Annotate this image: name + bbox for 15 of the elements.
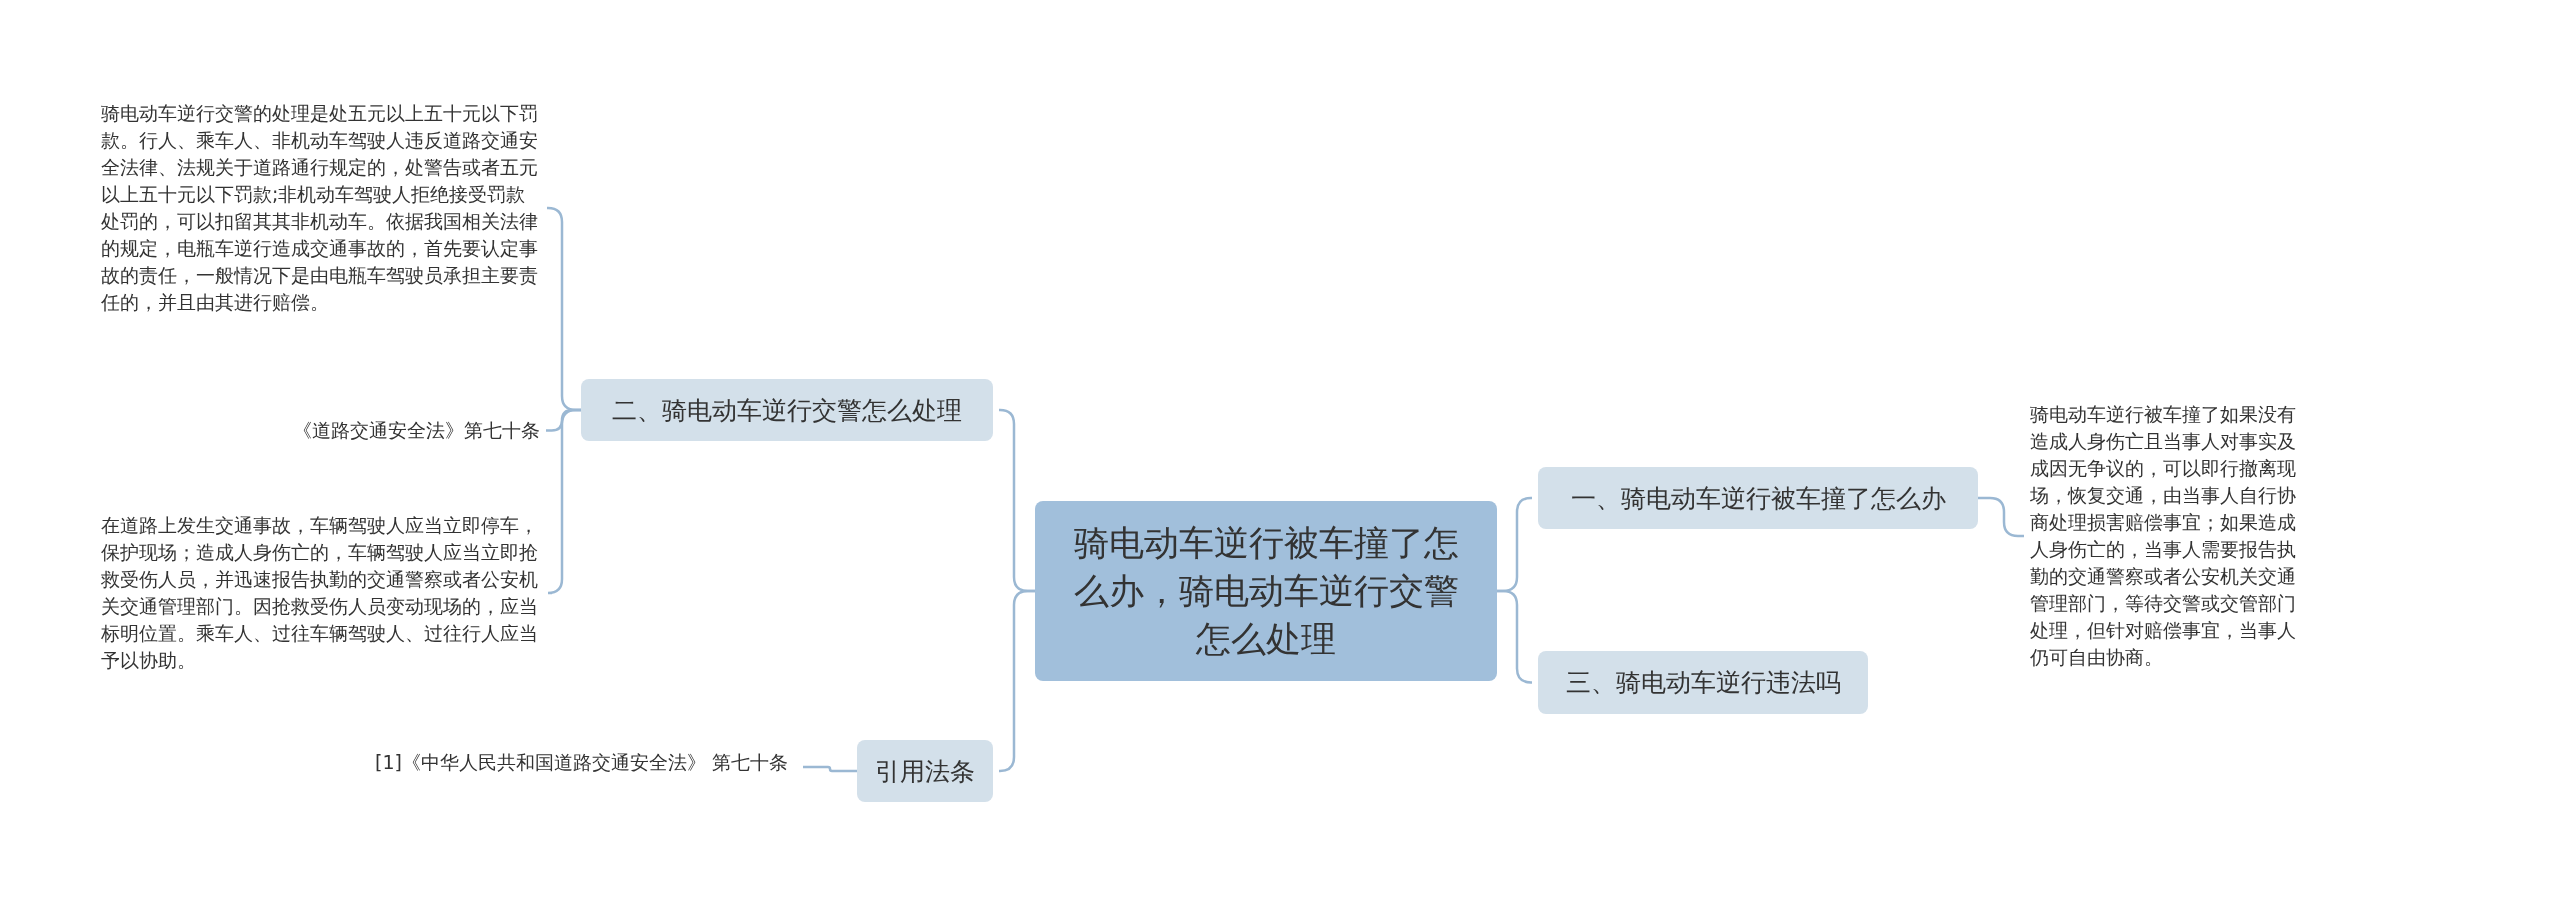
note-text: 骑电动车逆行交警的处理是处五元以上五十元以下罚款。行人、乘车人、非机动车驾驶人违反道路交通安全法律、法规关于道路通行规定的，处警告或者五元以上五十元以下罚款;非机动车驾驶人拒绝接受罚款处罚的，可以扣留其其非机动车。依据我国相关法律的规定，电瓶车逆行造成交通事故的，首先要认定事故的责任，一般情况下是由电瓶车驾驶员承担主要责任的，并且由其进行赔偿。	[101, 100, 541, 316]
connector-line	[1497, 589, 1533, 684]
topic-box: 二、骑电动车逆行交警怎么处理	[581, 379, 993, 441]
connector-line	[803, 765, 857, 773]
note-text: 在道路上发生交通事故，车辆驾驶人应当立即停车，保护现场；造成人身伤亡的，车辆驾驶人应当立即抢救受伤人员，并迅速报告执勤的交通警察或者公安机关交通管理部门。因抢救受伤人员变动现场的，应当标明位置。乘车人、过往车辆驾驶人、过往行人应当予以协助。	[101, 512, 546, 674]
note-text: 骑电动车逆行被车撞了如果没有造成人身伤亡且当事人对事实及成因无争议的，可以即行撤离现场，恢复交通，由当事人自行协商处理损害赔偿事宜；如果造成人身伤亡的，当事人需要报告执勤的交通警察或者公安机关交通管理部门，等待交警或交管部门处理，但针对赔偿事宜，当事人仍可自由协商。	[2030, 401, 2298, 671]
note-text: 《道路交通安全法》第七十条	[250, 417, 540, 444]
connector-line	[998, 589, 1035, 773]
topic-box: 引用法条	[857, 740, 993, 802]
note-text: [1]《中华人民共和国道路交通安全法》 第七十条	[375, 749, 805, 776]
topic-box: 一、骑电动车逆行被车撞了怎么办	[1538, 467, 1978, 529]
connector-line	[546, 408, 581, 595]
connector-line	[1978, 496, 2024, 538]
topic-box: 三、骑电动车逆行违法吗	[1538, 651, 1868, 714]
central-topic-box: 骑电动车逆行被车撞了怎么办，骑电动车逆行交警怎么处理	[1035, 501, 1497, 681]
